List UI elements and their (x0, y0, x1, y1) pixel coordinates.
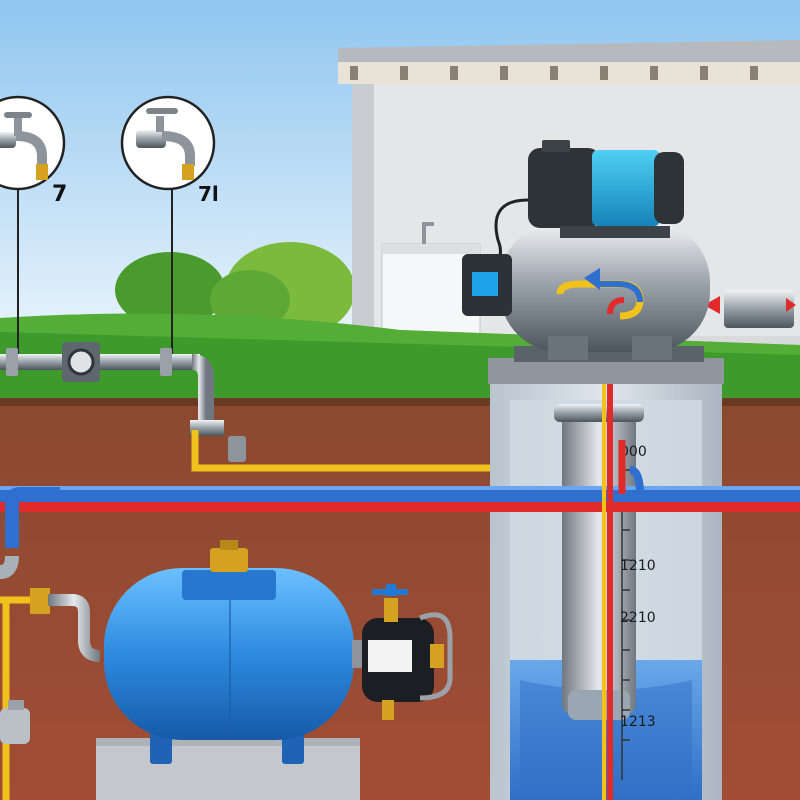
faucet-icon (136, 108, 195, 180)
scale-label-3: 1213 (620, 714, 656, 730)
scale-label-2: 2210 (620, 610, 656, 626)
faucet-left-label: 7 (52, 182, 67, 207)
pressure-switch (352, 584, 453, 720)
underground-pipes (0, 440, 800, 579)
scale-label-1: 1210 (620, 558, 656, 574)
surface-pipe (0, 342, 246, 462)
flow-arrow-icon (556, 268, 644, 320)
bushes (115, 242, 355, 338)
surface-pump (462, 140, 724, 384)
pressure-gauge-icon (67, 348, 95, 376)
faucet-callout-right: 7l (120, 95, 219, 355)
pressure-tank (96, 540, 360, 800)
scale-label-top: 000 (620, 444, 647, 460)
faucet-callout-left: 7 (0, 95, 67, 355)
left-pipes (0, 588, 101, 744)
faucet-icon (0, 112, 48, 180)
faucet-right-label: 7l (198, 182, 219, 206)
